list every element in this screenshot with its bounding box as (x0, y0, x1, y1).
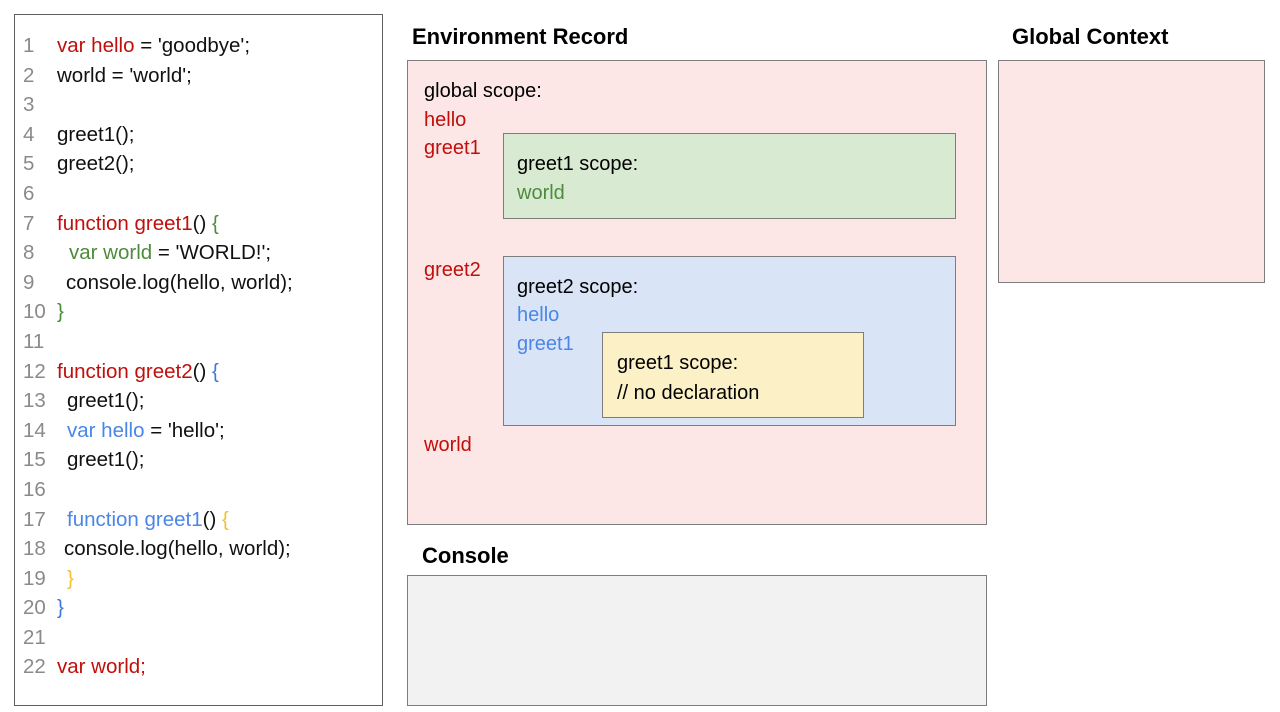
line-number: 11 (23, 329, 45, 353)
greet1-scope-label: greet1 scope: (517, 153, 639, 175)
global-var-greet2: greet2 (424, 259, 481, 281)
code-text: function greet2() { (57, 359, 219, 383)
line-number: 9 (23, 270, 35, 294)
console-heading: Console (422, 543, 509, 568)
code-line: 20} (23, 593, 382, 623)
code-line: 19} (23, 564, 382, 594)
greet1-var-world: world (517, 182, 565, 204)
code-line: 18 console.log(hello, world); (23, 534, 382, 564)
global-var-greet1: greet1 (424, 137, 481, 159)
line-number: 14 (23, 418, 46, 442)
code-line: 8 var world = 'WORLD!'; (23, 238, 382, 268)
greet2-scope-box: greet2 scope: hello greet1 greet1 scope:… (503, 256, 956, 426)
code-line: 5 greet2(); (23, 149, 382, 179)
line-number: 5 (23, 152, 35, 176)
code-line: 13 greet1(); (23, 386, 382, 416)
inner-greet1-scope-box: greet1 scope: // no declaration (602, 332, 864, 418)
line-number: 21 (23, 625, 46, 649)
code-text: var hello = 'hello'; (67, 418, 225, 442)
code-line: 14 var hello = 'hello'; (23, 416, 382, 446)
code-text: var world = 'WORLD!'; (69, 241, 272, 265)
code-line: 17 function greet1() { (23, 505, 382, 535)
global-context-heading: Global Context (1012, 24, 1169, 49)
code-text: var world; (57, 655, 146, 679)
code-text: console.log(hello, world); (64, 537, 291, 561)
line-number: 2 (23, 63, 35, 87)
code-text: } (67, 566, 74, 590)
line-number: 19 (23, 566, 46, 590)
inner-greet1-comment: // no declaration (617, 382, 760, 404)
code-line: 2 world = 'world'; (23, 61, 382, 91)
code-text: greet1(); (57, 122, 135, 146)
inner-greet1-scope-label: greet1 scope: (617, 352, 739, 374)
code-line: 10} (23, 297, 382, 327)
code-text: } (57, 596, 64, 620)
code-text: function greet1() { (67, 507, 229, 531)
code-text: console.log(hello, world); (66, 270, 293, 294)
line-number: 8 (23, 241, 35, 265)
code-text: world = 'world'; (57, 63, 192, 87)
line-number: 7 (23, 211, 35, 235)
greet2-var-greet1: greet1 (517, 333, 574, 355)
line-number: 15 (23, 448, 46, 472)
code-text: var hello = 'goodbye'; (57, 34, 251, 57)
line-number: 1 (23, 34, 35, 57)
code-line: 6 (23, 179, 382, 209)
line-number: 6 (23, 181, 35, 205)
code-text: greet1(); (67, 448, 145, 472)
line-number: 12 (23, 359, 46, 383)
code-line: 16 (23, 475, 382, 505)
code-line: 21 (23, 623, 382, 653)
greet2-scope-label: greet2 scope: (517, 276, 639, 298)
line-number: 18 (23, 537, 46, 561)
code-line: 7 function greet1() { (23, 209, 382, 239)
greet2-var-hello: hello (517, 304, 560, 326)
line-number: 17 (23, 507, 46, 531)
global-var-hello: hello (424, 109, 467, 131)
code-line: 9 console.log(hello, world); (23, 268, 382, 298)
line-number: 3 (23, 93, 35, 117)
global-scope-label: global scope: (424, 80, 542, 102)
global-context-box (998, 60, 1265, 283)
greet1-scope-box: greet1 scope: world (503, 133, 956, 219)
code-text: greet2(); (57, 152, 135, 176)
environment-record-heading: Environment Record (412, 24, 629, 49)
line-number: 20 (23, 596, 46, 620)
code-text: function greet1() { (57, 211, 219, 235)
code-line: 12 function greet2() { (23, 357, 382, 387)
console-output-box (407, 575, 987, 706)
line-number: 10 (23, 300, 46, 324)
code-text: greet1(); (67, 389, 145, 413)
code-line: 11 (23, 327, 382, 357)
code-lines: 1 var hello = 'goodbye'; 2 world = 'world';… (23, 31, 382, 682)
line-number: 22 (23, 655, 46, 679)
code-editor-panel: 1 var hello = 'goodbye'; 2 world = 'world';… (14, 14, 383, 706)
code-line: 3 (23, 90, 382, 120)
code-line: 1 var hello = 'goodbye'; (23, 31, 382, 61)
global-var-world: world (424, 434, 472, 456)
code-text: } (57, 300, 64, 324)
line-number: 16 (23, 477, 46, 501)
line-number: 13 (23, 389, 46, 413)
line-number: 4 (23, 122, 35, 146)
code-line: 22 var world; (23, 652, 382, 682)
code-line: 4 greet1(); (23, 120, 382, 150)
code-line: 15 greet1(); (23, 445, 382, 475)
global-scope-box: global scope: hello greet1 greet1 scope:… (407, 60, 987, 525)
